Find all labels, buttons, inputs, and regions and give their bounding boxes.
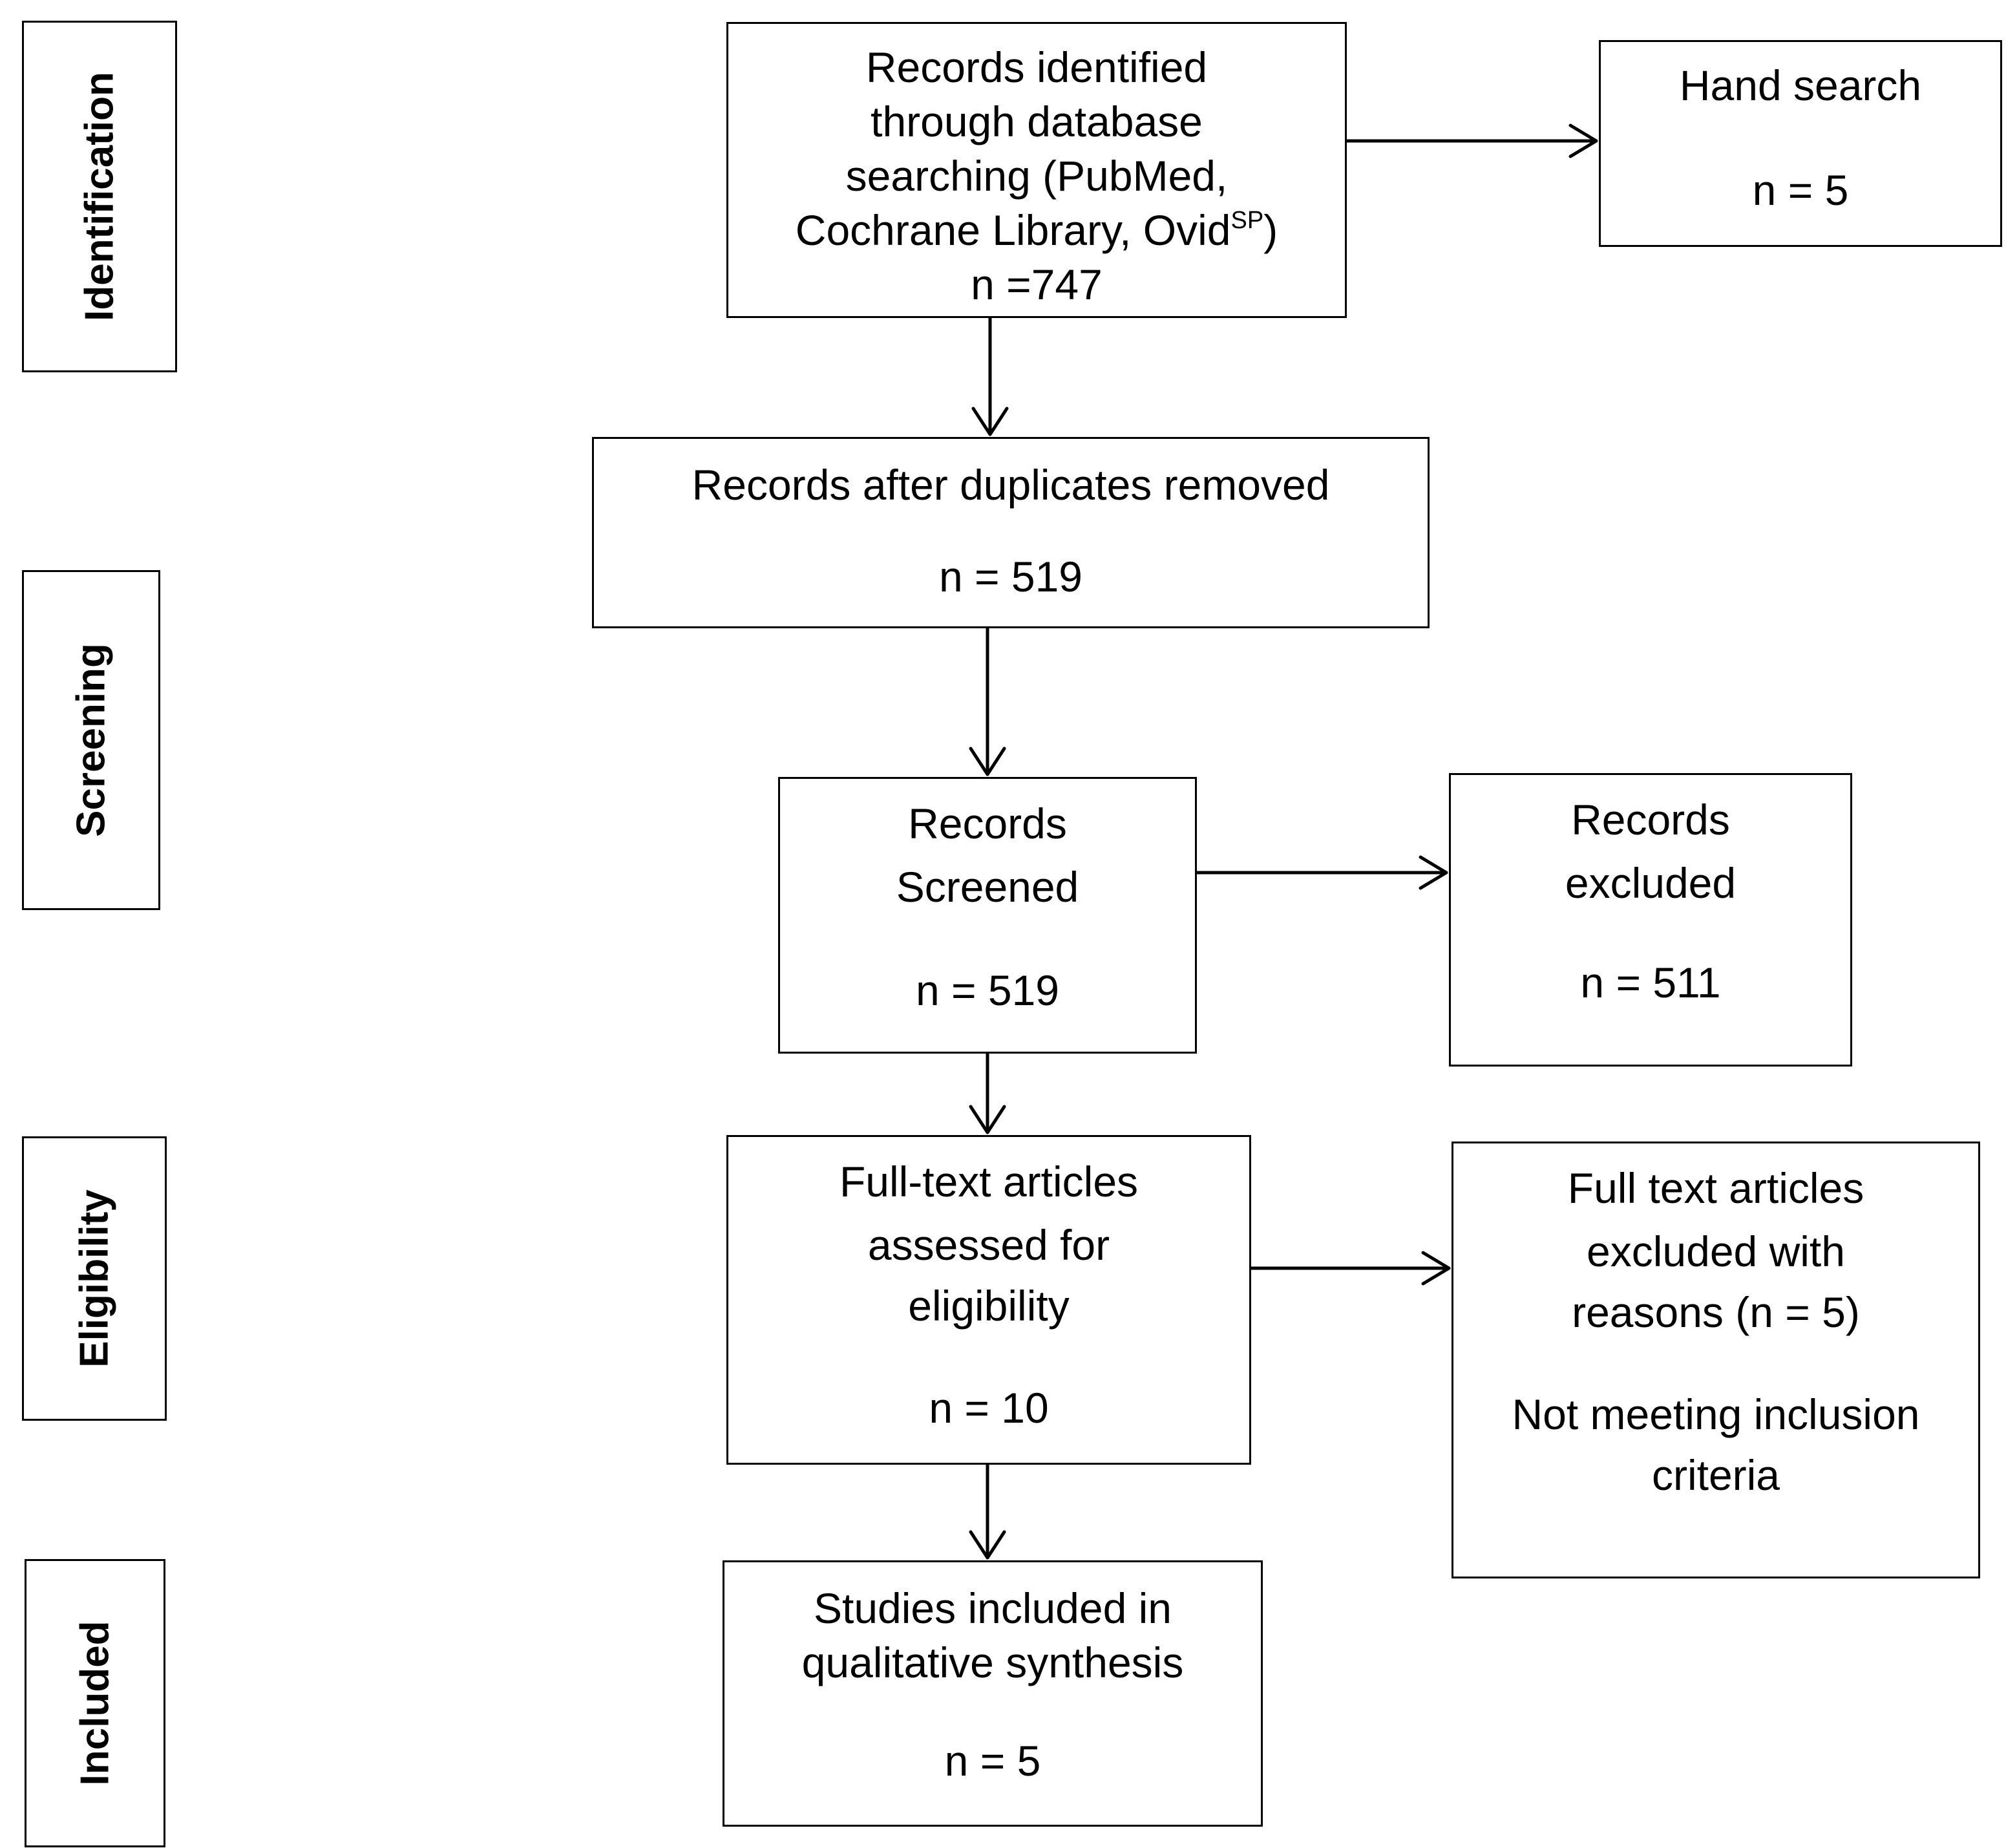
fulltext-excluded-line1: Full text articles [1567, 1164, 1864, 1212]
records-identified-count: n =747 [971, 260, 1103, 308]
fulltext-assessed-line3: eligibility [908, 1282, 1070, 1330]
studies-included-line1: Studies included in [813, 1584, 1172, 1632]
hand-search-label: Hand search [1679, 61, 1922, 109]
records-excluded-count: n = 511 [1580, 959, 1721, 1006]
fulltext-assessed-line2: assessed for [867, 1221, 1110, 1269]
fulltext-assessed-line1: Full-text articles [839, 1158, 1139, 1205]
hand-search-count: n = 5 [1752, 166, 1849, 214]
studies-included-box: Studies included in qualitative synthesi… [723, 1560, 1263, 1827]
fulltext-excluded-line2: excluded with [1587, 1227, 1845, 1275]
stage-included: Included [25, 1559, 165, 1847]
arrow-to-records-screened [969, 626, 1006, 776]
records-excluded-box: Records excluded n = 511 [1449, 773, 1852, 1067]
fulltext-assessed-box: Full-text articles assessed for eligibil… [726, 1135, 1251, 1465]
records-screened-line2: Screened [896, 863, 1079, 911]
duplicates-removed-label: Records after duplicates removed [692, 461, 1330, 509]
fulltext-excluded-line5: criteria [1651, 1451, 1780, 1499]
records-identified-line3: searching (PubMed, [845, 152, 1228, 200]
fulltext-excluded-line3: reasons (n = 5) [1572, 1288, 1860, 1336]
duplicates-removed-box: Records after duplicates removed n = 519 [592, 437, 1430, 628]
fulltext-assessed-count: n = 10 [929, 1384, 1049, 1432]
records-identified-line2: through database [871, 98, 1203, 145]
fulltext-excluded-box: Full text articles excluded with reasons… [1452, 1142, 1980, 1578]
stage-screening: Screening [22, 570, 160, 910]
records-identified-line1: Records identified [865, 43, 1208, 91]
studies-included-count: n = 5 [944, 1737, 1041, 1785]
records-excluded-line2: excluded [1565, 859, 1737, 907]
records-screened-box: Records Screened n = 519 [778, 777, 1197, 1054]
fulltext-excluded-line4: Not meeting inclusion [1512, 1390, 1920, 1438]
superscript-sp: SP [1230, 207, 1264, 234]
records-excluded-line1: Records [1571, 796, 1730, 844]
stage-eligibility: Eligibility [22, 1136, 167, 1421]
stage-identification: Identification [22, 21, 177, 372]
hand-search-box: Hand search n = 5 [1599, 40, 2002, 247]
records-identified-box: Records identified through database sear… [726, 22, 1347, 318]
studies-included-line2: qualitative synthesis [801, 1639, 1184, 1686]
records-screened-line1: Records [908, 800, 1067, 847]
duplicates-removed-count: n = 519 [938, 553, 1083, 600]
records-identified-line4: Cochrane Library, OvidSP) [795, 206, 1278, 254]
arrow-to-records-excluded [1195, 855, 1448, 890]
arrow-to-fulltext-assessed [969, 1052, 1006, 1134]
arrow-to-fulltext-excluded [1249, 1251, 1451, 1286]
records-screened-count: n = 519 [915, 966, 1060, 1014]
arrow-to-hand-search [1345, 123, 1598, 158]
arrow-to-duplicates-removed [971, 316, 1009, 436]
arrow-to-studies-included [969, 1463, 1006, 1560]
